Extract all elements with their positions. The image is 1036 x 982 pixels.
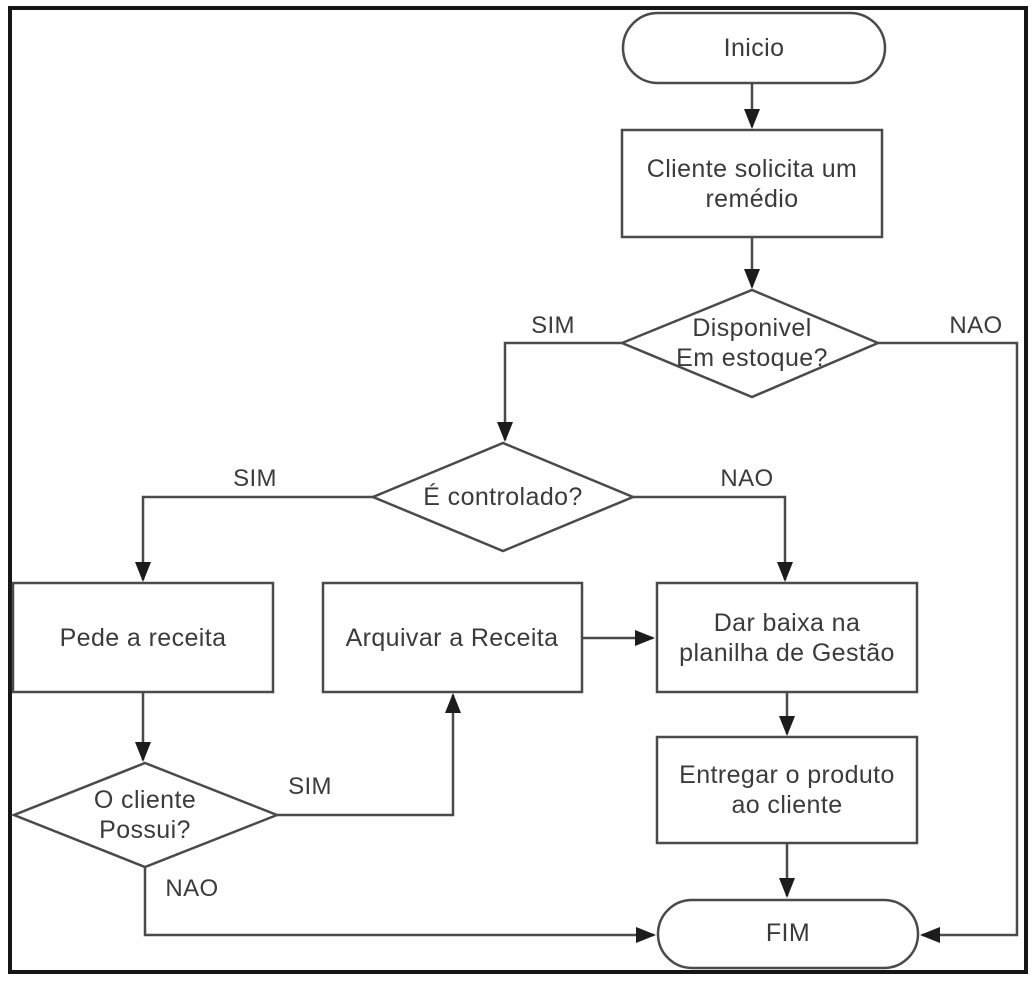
in-stock-no-label: NAO	[949, 311, 1003, 339]
end-label: FIM	[765, 919, 811, 947]
file-prescription-label: Arquivar a Receita	[345, 624, 559, 652]
controlled-no-label: NAO	[720, 464, 774, 492]
request-label: Cliente solicita um remédio	[646, 155, 858, 213]
start-label: Inicio	[723, 34, 785, 62]
edge-controlled-no-to-updatesheet	[633, 495, 793, 582]
has-prescription-no-label: NAO	[165, 874, 219, 902]
start-node	[621, 11, 887, 85]
edge-instock-yes-to-controlled	[497, 341, 622, 442]
in-stock-label: Disponivel Em estoque?	[676, 314, 828, 372]
request-node	[620, 128, 884, 239]
ask-prescription-node	[11, 581, 275, 694]
has-prescription-yes-label: SIM	[288, 772, 332, 800]
update-sheet-label: Dar baixa na planilha de Gestão	[679, 609, 895, 667]
file-prescription-node	[321, 581, 584, 694]
has-prescription-label: O cliente Possui?	[93, 786, 197, 844]
has-prescription-decision-node	[10, 761, 281, 869]
edge-hasprescription-yes-to-fileprescription	[277, 693, 461, 817]
in-stock-yes-label: SIM	[531, 311, 575, 339]
diagram-border	[8, 6, 1028, 974]
edge-hasprescription-no-to-end	[143, 867, 656, 943]
edge-controlled-yes-to-askprescription	[135, 495, 373, 582]
deliver-label: Entregar o produto ao cliente	[679, 761, 895, 819]
in-stock-decision-node	[618, 288, 882, 399]
controlled-label: É controlado?	[423, 483, 583, 511]
edge-instock-no-to-end	[878, 341, 1019, 943]
deliver-node	[655, 735, 919, 845]
controlled-yes-label: SIM	[233, 464, 277, 492]
ask-prescription-label: Pede a receita	[59, 624, 227, 652]
end-node	[656, 898, 920, 970]
update-sheet-node	[655, 581, 919, 694]
controlled-decision-node	[369, 441, 637, 553]
